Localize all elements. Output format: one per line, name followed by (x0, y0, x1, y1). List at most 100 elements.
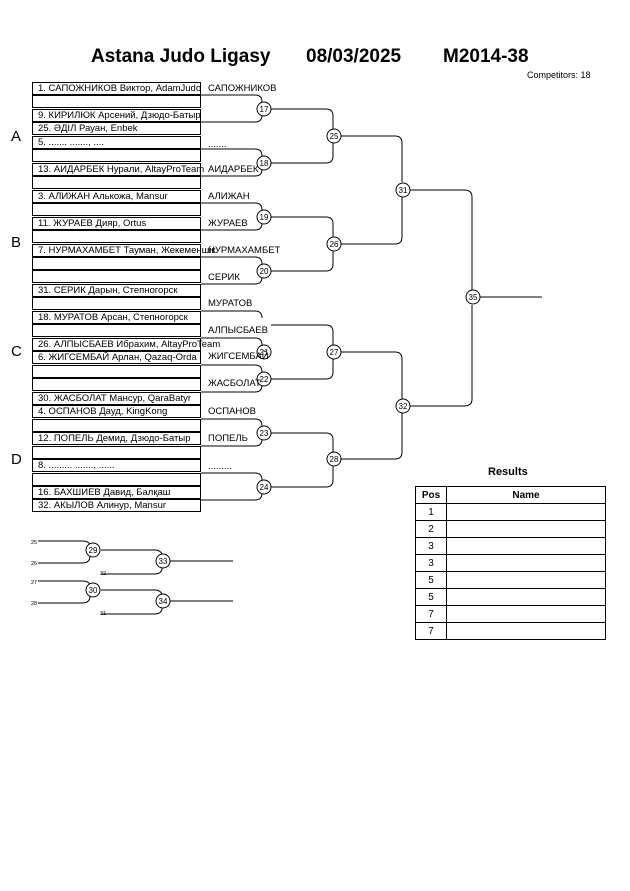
match-number: 21 (260, 348, 269, 357)
match-number: 32 (399, 402, 408, 411)
entry-row: 18. МУРАТОВ Арсан, Степногорск (38, 312, 188, 323)
match-circle (465, 289, 481, 305)
match-number: 26 (330, 240, 339, 249)
entry-row: 4. ОСПАНОВ Дауд, KingKong (38, 406, 168, 417)
match-number: 17 (260, 105, 269, 114)
entry-row (32, 446, 201, 459)
match-number: 23 (260, 429, 269, 438)
category-label: M2014-38 (443, 46, 529, 67)
entry-row: 6. ЖИГСЕМБАЙ Арлан, Qazaq-Orda (38, 352, 197, 363)
entry-row: 8. ......... ......., ...... (38, 460, 115, 471)
results-row: 2 (415, 520, 606, 538)
entry-row (32, 257, 201, 270)
competitors-count: Competitors: 18 (527, 70, 591, 80)
match-circle (256, 263, 272, 279)
progressed-name: АИДАРБЕК (208, 164, 259, 175)
results-row: 5 (415, 588, 606, 606)
entry-row (32, 149, 201, 162)
entry-cell (32, 149, 201, 162)
entry-cell (32, 109, 201, 122)
match-number: 29 (89, 546, 98, 555)
entry-row (32, 324, 201, 337)
entry-row: 9. КИРИЛЮК Арсений, Дзюдо-Батыр (38, 110, 201, 121)
progressed-name: АЛПЫСБАЕВ (208, 325, 268, 336)
entry-cell (32, 230, 201, 243)
entry-cell (32, 338, 201, 351)
pool-letter-b: B (11, 234, 22, 251)
progressed-name: ЖУРАЕВ (208, 218, 248, 229)
match-number: 30 (89, 586, 98, 595)
result-name (446, 622, 606, 640)
repechage-ref: 27 (31, 580, 38, 586)
entry-row: 12. ПОПЕЛЬ Демид, Дзюдо-Батыр (38, 433, 191, 444)
repechage-ref: 28 (31, 601, 38, 607)
entry-cell (32, 459, 201, 472)
entry-cell (32, 311, 201, 324)
match-circle (85, 542, 101, 558)
match-circle (395, 398, 411, 414)
entry-cell (32, 95, 201, 108)
entry-cell (32, 365, 201, 378)
progressed-name: ОСПАНОВ (208, 406, 257, 417)
entry-row: 26. АЛПЫСБАЕВ Ибрахим, AltayProTeam (38, 339, 221, 350)
entry-cell (32, 432, 201, 445)
entry-row (32, 365, 201, 378)
entry-cell (32, 378, 201, 391)
entry-cell (32, 82, 201, 95)
entry-row (32, 203, 201, 216)
progressed-name: ЖАСБОЛАТ (208, 378, 261, 389)
pool-letter-d: D (11, 451, 22, 468)
results-row: 7 (415, 622, 606, 640)
entry-cell (32, 473, 201, 486)
progressed-name: НУРМАХАМБЕТ (208, 245, 281, 256)
match-number: 27 (330, 348, 339, 357)
results-table: Pos Name 1 2 3 3 5 5 7 7 (415, 486, 606, 640)
match-number: 24 (260, 483, 269, 492)
progressed-name: ....... (208, 139, 227, 150)
entry-row (32, 230, 201, 243)
entry-cell (32, 217, 201, 230)
match-circle (256, 344, 272, 360)
match-number: 20 (260, 267, 269, 276)
match-circle (256, 371, 272, 387)
entry-cell (32, 392, 201, 405)
event-title: Astana Judo Ligasy (91, 46, 271, 67)
match-circle (256, 479, 272, 495)
entry-cell (32, 244, 201, 257)
match-number: 31 (399, 186, 408, 195)
entry-row: 5. ....... ......., .... (38, 137, 104, 148)
entry-row (32, 419, 201, 432)
match-circle (155, 593, 171, 609)
entry-cell (32, 486, 201, 499)
entry-cell (32, 351, 201, 364)
entry-cell (32, 405, 201, 418)
result-pos: 7 (415, 622, 447, 640)
entry-cell (32, 297, 201, 310)
entry-row (32, 176, 201, 189)
match-circle (256, 155, 272, 171)
match-number: 33 (159, 557, 168, 566)
entry-row: 25. ӘДІЛ Рауан, Enbek (38, 123, 138, 134)
entry-row: 1. САПОЖНИКОВ Виктор, AdamJudo (38, 83, 202, 94)
entry-cell (32, 324, 201, 337)
repechage-ref: 25 (31, 540, 38, 546)
match-number: 28 (330, 455, 339, 464)
entry-cell (32, 176, 201, 189)
entry-row (32, 473, 201, 486)
entry-cell (32, 203, 201, 216)
match-circle (256, 101, 272, 117)
pool-letter-a: A (11, 128, 22, 145)
entry-row: 30. ЖАСБОЛАТ Мансур, QaraBatyr (38, 393, 192, 404)
progressed-name: САПОЖНИКОВ (208, 83, 277, 94)
match-circle (256, 209, 272, 225)
entry-cell (32, 257, 201, 270)
entry-cell (32, 499, 201, 512)
entry-row: 32. АКЫЛОВ Алинур, Mansur (38, 500, 167, 511)
entry-cell (32, 122, 201, 135)
progressed-name: ЖИГСЕМБАЙ (208, 351, 269, 362)
entry-cell (32, 270, 201, 283)
progressed-name: МУРАТОВ (208, 298, 253, 309)
match-circle (155, 553, 171, 569)
entry-cell (32, 190, 201, 203)
